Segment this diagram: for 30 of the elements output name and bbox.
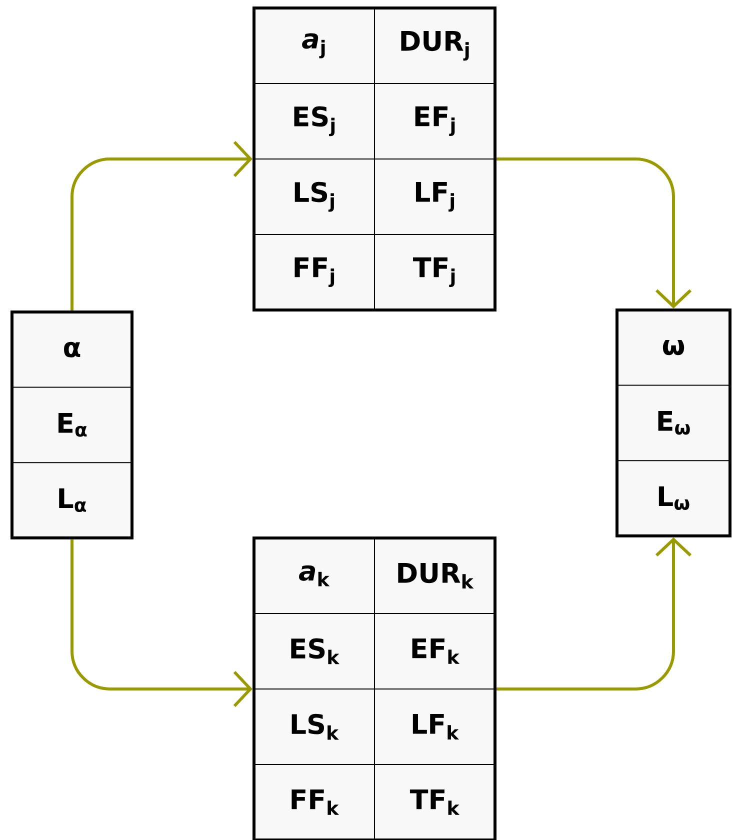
table-cell: E$_{ω}$ bbox=[658, 411, 690, 435]
table bbox=[616, 308, 732, 538]
table-cell: FF$_{j}$ bbox=[294, 257, 334, 287]
table-cell: TF$_{k}$ bbox=[410, 789, 460, 815]
table-cell: ω bbox=[662, 340, 684, 356]
table bbox=[252, 536, 496, 840]
arrow bbox=[496, 537, 692, 690]
table-cell: LS$_{j}$ bbox=[294, 182, 334, 212]
arrow bbox=[496, 158, 692, 308]
table-cell: DUR$_{k}$ bbox=[398, 563, 474, 589]
table-cell: DUR$_{j}$ bbox=[401, 31, 469, 61]
table-cell: EF$_{j}$ bbox=[415, 106, 455, 136]
table-cell: LS$_{k}$ bbox=[292, 714, 339, 740]
table-cell: ES$_{k}$ bbox=[291, 638, 340, 664]
table-cell: ES$_{j}$ bbox=[294, 106, 335, 136]
table-cell: a$_{k}$ bbox=[299, 565, 330, 586]
table-cell: L$_{ω}$ bbox=[658, 486, 690, 510]
table-cell: α bbox=[64, 342, 80, 358]
table-cell: E$_{α}$ bbox=[58, 413, 87, 437]
table-cell: LF$_{k}$ bbox=[412, 714, 460, 740]
table bbox=[252, 6, 496, 312]
table-cell: L$_{α}$ bbox=[59, 488, 86, 512]
table-cell: LF$_{j}$ bbox=[416, 182, 454, 212]
table-cell: EF$_{k}$ bbox=[412, 638, 460, 664]
table bbox=[10, 310, 134, 540]
table-cell: TF$_{j}$ bbox=[413, 257, 455, 287]
arrow bbox=[70, 539, 252, 708]
table-cell: FF$_{k}$ bbox=[292, 789, 340, 815]
table-cell: a$_{j}$ bbox=[302, 33, 325, 58]
arrow bbox=[70, 140, 252, 310]
